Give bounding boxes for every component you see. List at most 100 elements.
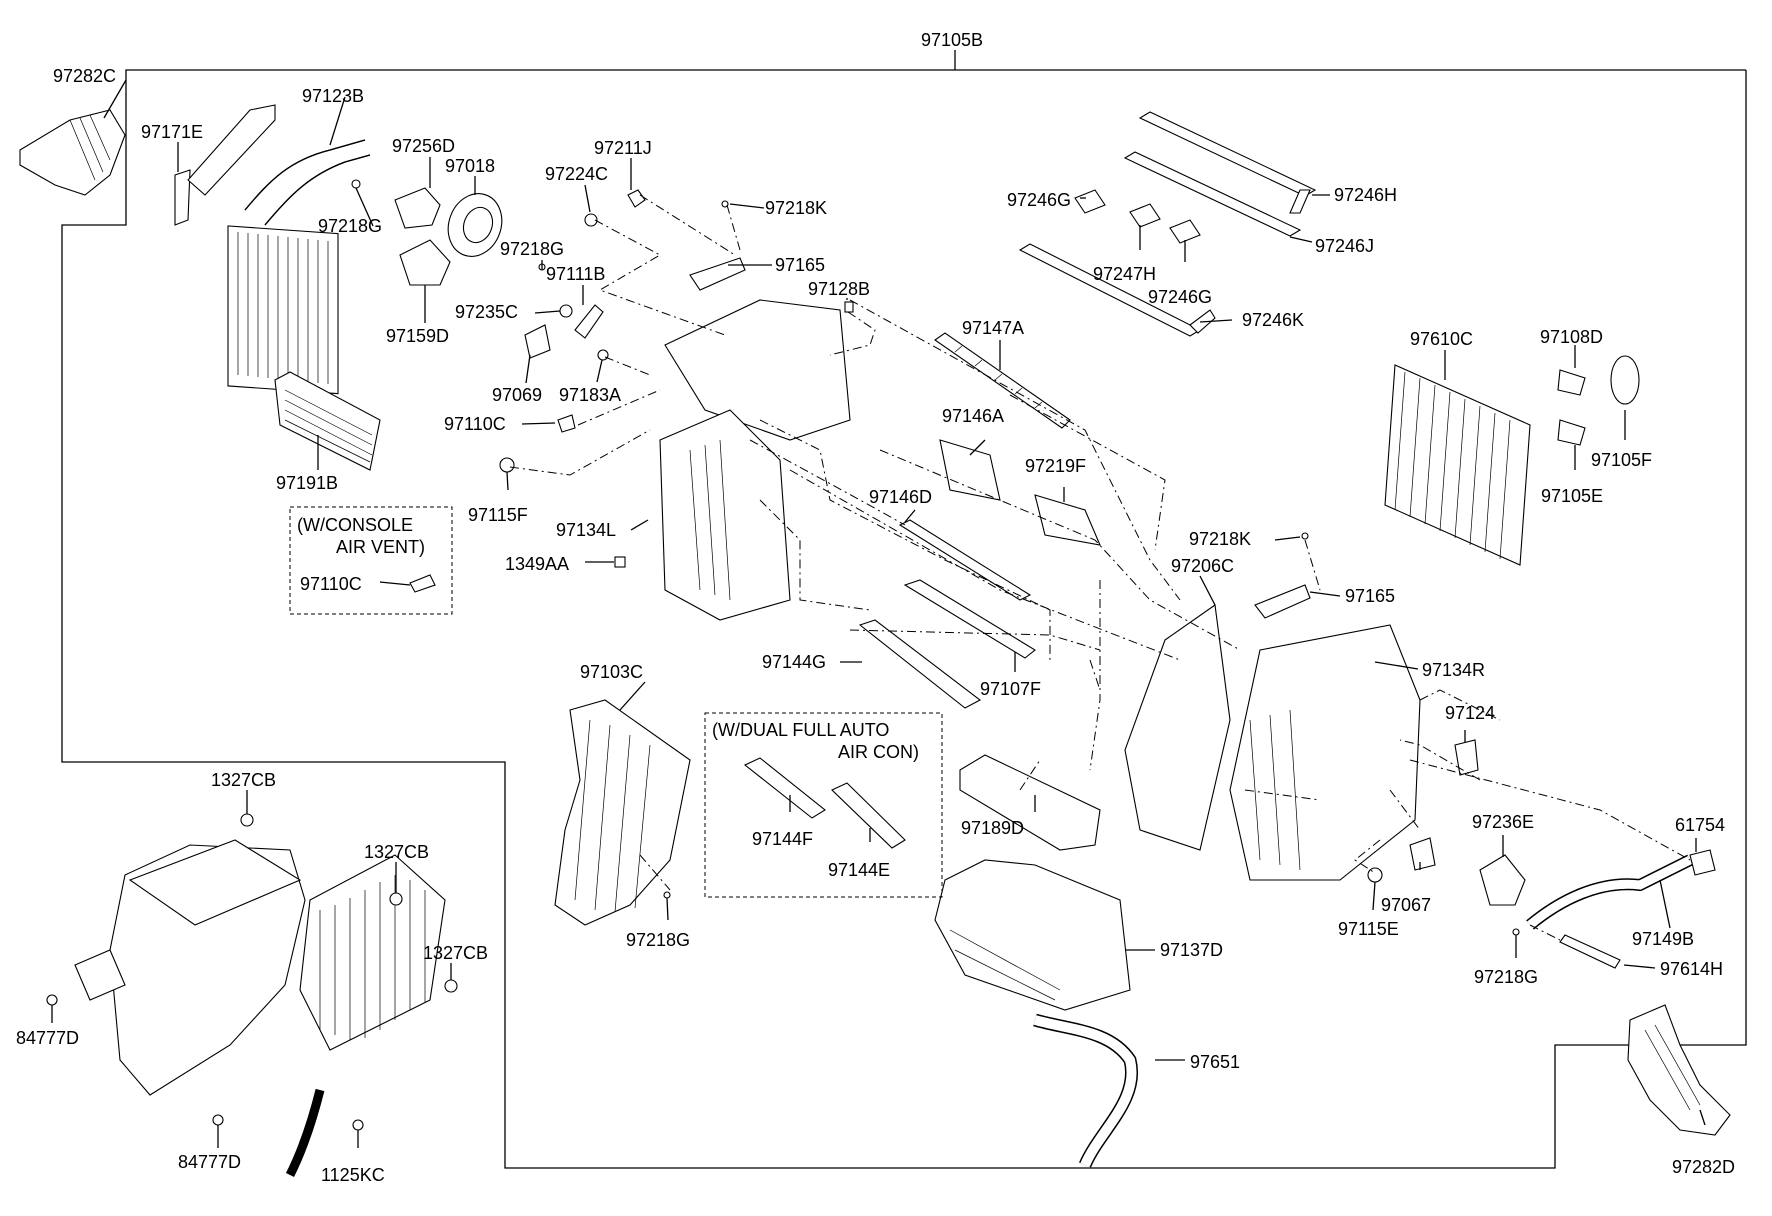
label-97224C: 97224C [545,164,608,184]
bar-97246J [1123,151,1302,237]
label-97134R: 97134R [1422,660,1485,680]
label-97107F: 97107F [980,679,1041,699]
pad-97247H [1129,203,1161,228]
screw-84777D-b [212,1114,224,1126]
label-97149B: 97149B [1632,929,1694,949]
filter-bars [1018,111,1317,337]
actuator-97124 [1454,739,1479,776]
actuator-97159D [399,239,451,286]
door-97219F [1034,494,1101,546]
label-97183A: 97183A [559,385,621,405]
note-console-line2: AIR VENT) [336,537,425,557]
screw-97218K-b [1301,532,1309,540]
label-97108D: 97108D [1540,327,1603,347]
screw-97218G-a [351,179,361,189]
label-97146A: 97146A [942,406,1004,426]
label-97123B: 97123B [302,86,364,106]
nut-1327CB-b [389,892,403,906]
label-97165-a: 97165 [775,255,825,275]
screw-97218G-d [1512,928,1520,936]
label-97246G-b: 97246G [1148,287,1212,307]
door-97147A [934,332,1071,429]
clip-97183A [597,349,609,361]
seal-97108D [1557,369,1586,396]
label-1327CB-a: 1327CB [211,770,276,790]
screw-97218K-a [721,200,729,208]
clip-97128B [844,301,854,313]
duct-97103C [554,699,691,926]
label-97103C: 97103C [580,662,643,682]
label-97218K-a: 97218K [765,198,827,218]
gasket-97105F [1610,355,1640,405]
label-97110C-b: 97110C [300,574,362,594]
label-97211J: 97211J [594,138,652,158]
label-97651: 97651 [1190,1052,1240,1072]
label-97111B: 97111B [546,264,605,284]
clip-97110C-a [557,414,576,433]
assembly-dashed-lines [509,194,1691,941]
label-97115E: 97115E [1338,919,1399,939]
note-dual-line2: AIR CON) [838,742,919,762]
hose-lower [285,1088,325,1178]
label-97115F: 97115F [468,505,528,525]
duct-97282C [19,109,126,196]
case-97134R [1229,624,1421,881]
seal-97105E [1557,419,1586,446]
label-1327CB-c: 1327CB [423,943,488,963]
label-97124: 97124 [1445,703,1495,723]
door-97144E [831,782,906,849]
heater-core-97123B [227,139,371,395]
duct-97282D [1627,1004,1731,1136]
label-97614H: 97614H [1660,959,1723,979]
label-97159D: 97159D [386,326,449,346]
label-97282D: 97282D [1672,1157,1735,1177]
case-97137D [934,859,1131,1011]
label-97134L: 97134L [556,520,616,540]
label-1349AA: 1349AA [505,554,569,574]
label-97246H: 97246H [1334,185,1397,205]
label-1327CB-b: 1327CB [364,842,429,862]
label-97165-b: 97165 [1345,586,1395,606]
clip-97235C [559,304,573,318]
screw-97218G-c [663,891,671,899]
dual-auto-box [704,712,943,898]
label-61754: 61754 [1675,815,1725,835]
label-97105B: 97105B [921,30,983,50]
label-97282C: 97282C [53,66,116,86]
label-97137D: 97137D [1160,940,1223,960]
label-97128B: 97128B [808,279,870,299]
door-97165-b [1254,584,1311,619]
label-97105E: 97105E [1541,486,1603,506]
door-97146A [939,439,1001,501]
label-97069: 97069 [492,385,542,405]
label-97067: 97067 [1381,895,1431,915]
label-1125KC: 1125KC [321,1165,385,1185]
label-97144F: 97144F [752,829,813,849]
assembly-boundary [61,69,1747,1169]
pad-97246G-b [1169,219,1201,244]
sensor-97614H [1559,934,1621,969]
label-97218K-b: 97218K [1189,529,1251,549]
label-97218G-b: 97218G [500,239,564,259]
motor-97018 [447,193,503,257]
label-97256D: 97256D [392,136,455,156]
clip-97110C-b [409,574,436,593]
note-dual-line1: (W/DUAL FULL AUTO [712,720,889,740]
sensor-61754 [1689,849,1716,876]
pad-97246G-a [1074,189,1106,214]
blower-assembly [74,839,446,1096]
label-97144G: 97144G [762,652,826,672]
label-84777D-b: 84777D [178,1152,241,1172]
actuator-97256D [394,187,441,229]
case-97206C [1124,604,1231,851]
duct-97189D [959,754,1101,851]
label-97218G-c: 97218G [626,930,690,950]
label-97105F: 97105F [1591,450,1652,470]
part-labels: 97105B 97282C 97123B 97171E 97256D 97018… [16,30,1735,1185]
bar-97246H-top [1138,111,1317,197]
bar-97246H-end [1289,189,1311,214]
gear-97069 [524,324,551,359]
label-97610C: 97610C [1410,329,1473,349]
